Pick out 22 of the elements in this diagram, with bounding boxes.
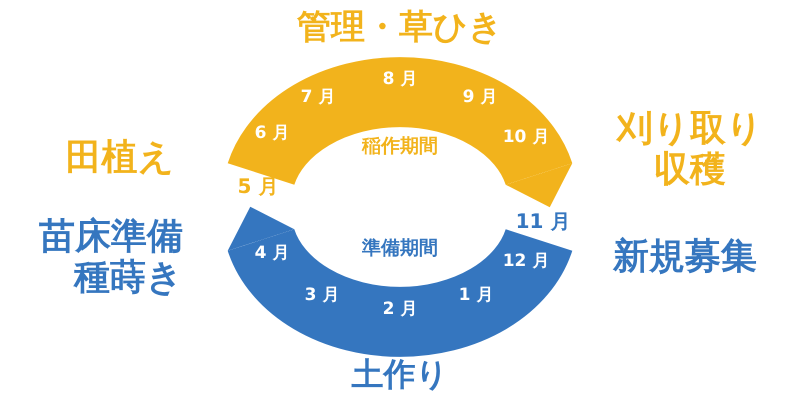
month-label: 8 月: [382, 70, 418, 90]
period-label: 準備期間: [362, 238, 438, 260]
month-label: 4 月: [254, 244, 290, 264]
month-label: 1 月: [458, 286, 494, 306]
month-label: 6 月: [254, 124, 290, 144]
cycle-arrow: [228, 208, 572, 357]
month-label: 7 月: [300, 88, 336, 108]
month-label: 5 月: [238, 175, 278, 198]
month-label: 2 月: [382, 300, 418, 320]
month-label: 10 月: [502, 128, 550, 148]
period-label: 稲作期間: [362, 136, 438, 158]
month-label: 12 月: [502, 252, 550, 272]
activity-label: 土作り: [352, 356, 448, 393]
activity-label: 刈り取り収穫: [615, 108, 764, 191]
activity-label: 新規募集: [613, 236, 757, 278]
activity-label: 苗床準備種蒔き: [38, 216, 183, 299]
month-label: 11 月: [516, 210, 570, 233]
activity-label: 管理・草ひき: [297, 8, 503, 48]
month-label: 3 月: [304, 286, 340, 306]
cycle-arrow: [228, 57, 572, 206]
activity-label: 田植え: [66, 137, 174, 178]
month-label: 9 月: [462, 88, 498, 108]
